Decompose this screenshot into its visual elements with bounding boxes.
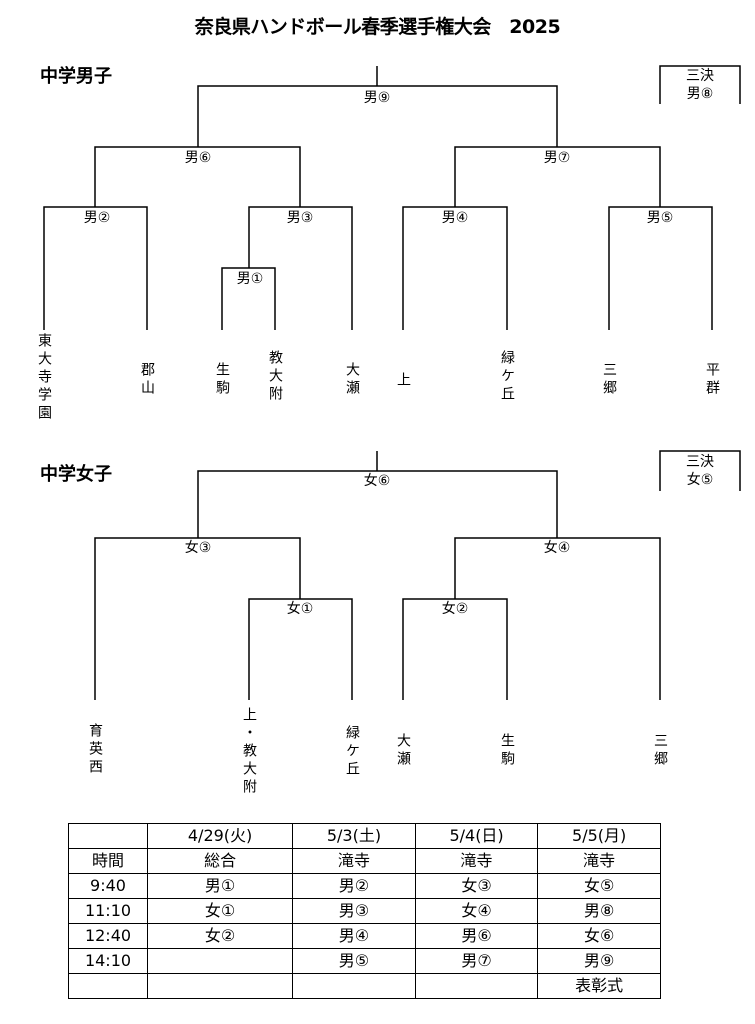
table-cell: 滝寺 xyxy=(292,848,416,874)
match-label: 女⑥ xyxy=(363,473,391,489)
table-cell: 男③ xyxy=(292,898,416,924)
boys-third-place: 三決 男⑧ xyxy=(686,67,714,103)
table-cell: 5/3(土) xyxy=(292,823,416,849)
table-cell: 女③ xyxy=(414,873,539,899)
table-row: 時間 総合 滝寺 滝寺 滝寺 xyxy=(68,848,661,874)
table-cell: 男⑨ xyxy=(537,948,661,974)
team-name: 緑ケ丘 xyxy=(344,725,360,779)
table-cell xyxy=(292,973,416,999)
team-name: 三郷 xyxy=(652,733,668,769)
match-label: 男⑨ xyxy=(363,90,391,106)
table-cell: 男⑤ xyxy=(292,948,416,974)
match-label: 男① xyxy=(236,271,264,287)
table-cell: 11:10 xyxy=(68,898,148,924)
match-label: 男③ xyxy=(286,210,314,226)
table-cell xyxy=(68,823,148,849)
boys-bracket-m4 xyxy=(402,206,508,330)
team-name: 生駒 xyxy=(214,362,230,398)
boys-section-heading: 中学男子 xyxy=(40,66,112,87)
third-place-match: 男⑧ xyxy=(686,86,714,102)
table-row: 表彰式 xyxy=(68,973,661,999)
match-label: 男② xyxy=(83,210,111,226)
table-cell xyxy=(146,973,294,999)
table-row: 9:40 男① 男② 女③ 女⑤ xyxy=(68,873,661,899)
boys-bracket-m2 xyxy=(43,206,148,330)
girls-bracket-m1 xyxy=(248,598,353,700)
table-cell: 12:40 xyxy=(68,923,148,949)
match-label: 男⑦ xyxy=(543,150,571,166)
team-name: 上・教大附 xyxy=(241,707,257,797)
table-cell: 表彰式 xyxy=(537,973,661,999)
table-cell: 男⑥ xyxy=(414,923,539,949)
girls-bracket-m3 xyxy=(94,537,301,700)
team-name: 緑ケ丘 xyxy=(499,350,515,404)
match-label: 女① xyxy=(286,601,314,617)
table-cell: 時間 xyxy=(68,848,148,874)
boys-bracket-m5 xyxy=(608,206,713,330)
team-name: 大瀬 xyxy=(344,362,360,398)
table-cell: 14:10 xyxy=(68,948,148,974)
match-label: 男④ xyxy=(441,210,469,226)
girls-bracket-m2 xyxy=(402,598,508,700)
table-cell: 総合 xyxy=(146,848,294,874)
team-name: 教大附 xyxy=(267,350,283,404)
team-name: 上 xyxy=(395,372,411,390)
boys-bracket-final xyxy=(197,66,558,147)
table-cell: 男⑦ xyxy=(414,948,539,974)
boys-bracket-m3 xyxy=(248,206,353,330)
table-cell: 5/5(月) xyxy=(537,823,661,849)
table-cell: 5/4(日) xyxy=(414,823,539,849)
girls-third-place: 三決 女⑤ xyxy=(686,453,714,489)
team-name: 大瀬 xyxy=(395,733,411,769)
table-cell xyxy=(414,973,539,999)
match-label: 男⑥ xyxy=(184,150,212,166)
table-cell: 滝寺 xyxy=(537,848,661,874)
team-name: 郡山 xyxy=(139,362,155,398)
team-name: 三郷 xyxy=(601,362,617,398)
table-row: 11:10 女① 男③ 女④ 男⑧ xyxy=(68,898,661,924)
table-cell: 男④ xyxy=(292,923,416,949)
girls-section-heading: 中学女子 xyxy=(40,464,112,485)
third-place-label: 三決 xyxy=(686,68,714,84)
table-cell: 女④ xyxy=(414,898,539,924)
girls-bracket-m4 xyxy=(454,537,661,700)
team-name: 育英西 xyxy=(87,723,103,777)
team-name: 東大寺学園 xyxy=(36,333,52,423)
boys-third-place-box xyxy=(659,65,741,104)
table-cell: 滝寺 xyxy=(414,848,539,874)
match-label: 女② xyxy=(441,601,469,617)
table-cell: 男⑧ xyxy=(537,898,661,924)
table-cell: 女⑤ xyxy=(537,873,661,899)
boys-bracket-m1 xyxy=(221,267,276,330)
table-header-row: 4/29(火) 5/3(土) 5/4(日) 5/5(月) xyxy=(68,823,661,849)
table-row: 12:40 女② 男④ 男⑥ 女⑥ xyxy=(68,923,661,949)
third-place-match: 女⑤ xyxy=(686,472,714,488)
table-row: 14:10 男⑤ 男⑦ 男⑨ xyxy=(68,948,661,974)
table-cell xyxy=(68,973,148,999)
table-cell xyxy=(146,948,294,974)
table-cell: 9:40 xyxy=(68,873,148,899)
page-title: 奈良県ハンドボール春季選手権大会 2025 xyxy=(194,16,561,38)
girls-third-place-box xyxy=(659,450,741,491)
table-cell: 男① xyxy=(146,873,294,899)
boys-bracket-semi-right xyxy=(454,146,661,207)
table-cell: 4/29(火) xyxy=(146,823,294,849)
boys-bracket-semi-left xyxy=(94,146,301,207)
team-name: 平群 xyxy=(704,362,720,398)
team-name: 生駒 xyxy=(499,733,515,769)
table-cell: 男② xyxy=(292,873,416,899)
table-cell: 女① xyxy=(146,898,294,924)
girls-bracket-final xyxy=(197,451,558,538)
match-label: 女③ xyxy=(184,540,212,556)
schedule-table: 4/29(火) 5/3(土) 5/4(日) 5/5(月) 時間 総合 滝寺 滝寺… xyxy=(68,823,661,999)
third-place-label: 三決 xyxy=(686,454,714,470)
table-cell: 女② xyxy=(146,923,294,949)
match-label: 女④ xyxy=(543,540,571,556)
table-cell: 女⑥ xyxy=(537,923,661,949)
match-label: 男⑤ xyxy=(646,210,674,226)
